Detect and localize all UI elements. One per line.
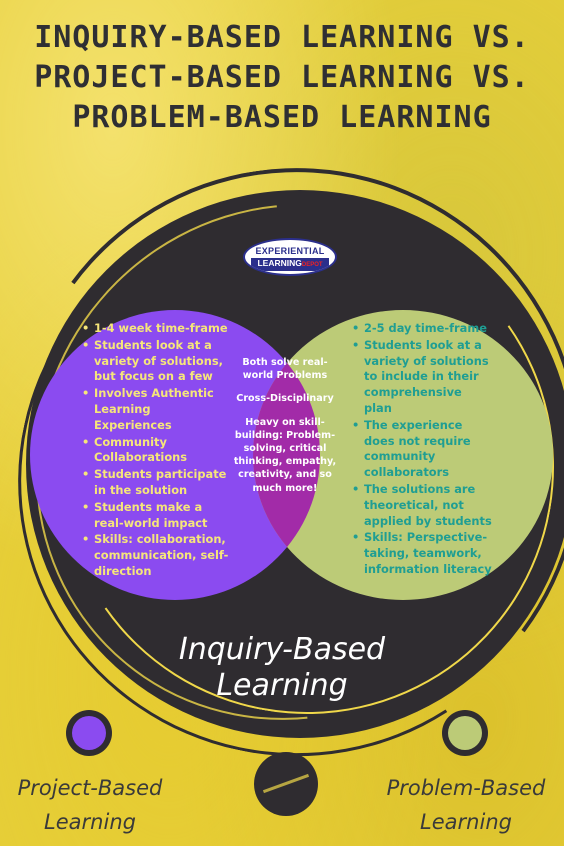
- list-item: Community Collaborations: [82, 435, 232, 467]
- project-based-legend-dot: [66, 710, 112, 756]
- list-item: Students make a real-world impact: [82, 500, 232, 532]
- logo-depot: DEPOT: [301, 262, 323, 268]
- shared-trait-2: Cross-Disciplinary: [236, 393, 334, 405]
- list-item: The solutions are theoretical, not appli…: [352, 482, 492, 529]
- inquiry-based-label: Inquiry-Based Learning: [178, 632, 386, 703]
- project-based-list: 1-4 week time-frame Students look at a v…: [82, 321, 232, 581]
- problem-based-label: Problem-Based Learning: [386, 776, 546, 834]
- logo-learning: LEARNING: [257, 258, 302, 268]
- list-item: 2-5 day time-frame: [352, 321, 492, 337]
- list-item: Skills: collaboration, communication, se…: [82, 532, 232, 579]
- page-title: INQUIRY-BASED LEARNING VS. PROJECT-BASED…: [0, 18, 564, 138]
- project-based-label: Project-Based Learning: [17, 776, 163, 834]
- title-line-2: PROJECT-BASED LEARNING VS.: [34, 60, 530, 95]
- shared-traits: Both solve real-world Problems Cross-Dis…: [230, 356, 340, 505]
- list-item: Students participate in the solution: [82, 467, 232, 499]
- shared-trait-1: Both solve real-world Problems: [242, 357, 328, 382]
- list-item: Skills: Perspective-taking, teamwork, in…: [352, 530, 492, 577]
- problem-based-list: 2-5 day time-frame Students look at a va…: [352, 321, 492, 579]
- title-line-3: PROBLEM-BASED LEARNING: [72, 100, 492, 135]
- list-item: Students look at a variety of solutions,…: [82, 338, 232, 385]
- inquiry-based-legend-dot: [254, 752, 318, 816]
- title-line-1: INQUIRY-BASED LEARNING VS.: [34, 20, 530, 55]
- experiential-learning-depot-logo: EXPERIENTIAL LEARNINGDEPOT: [243, 238, 337, 276]
- list-item: Involves Authentic Learning Experiences: [82, 386, 232, 433]
- shared-trait-3: Heavy on skill-building: Problem-solving…: [233, 416, 337, 494]
- list-item: 1-4 week time-frame: [82, 321, 232, 337]
- list-item: The experience does not require communit…: [352, 418, 492, 481]
- problem-based-legend-dot: [442, 710, 488, 756]
- list-item: Students look at a variety of solutions …: [352, 338, 492, 417]
